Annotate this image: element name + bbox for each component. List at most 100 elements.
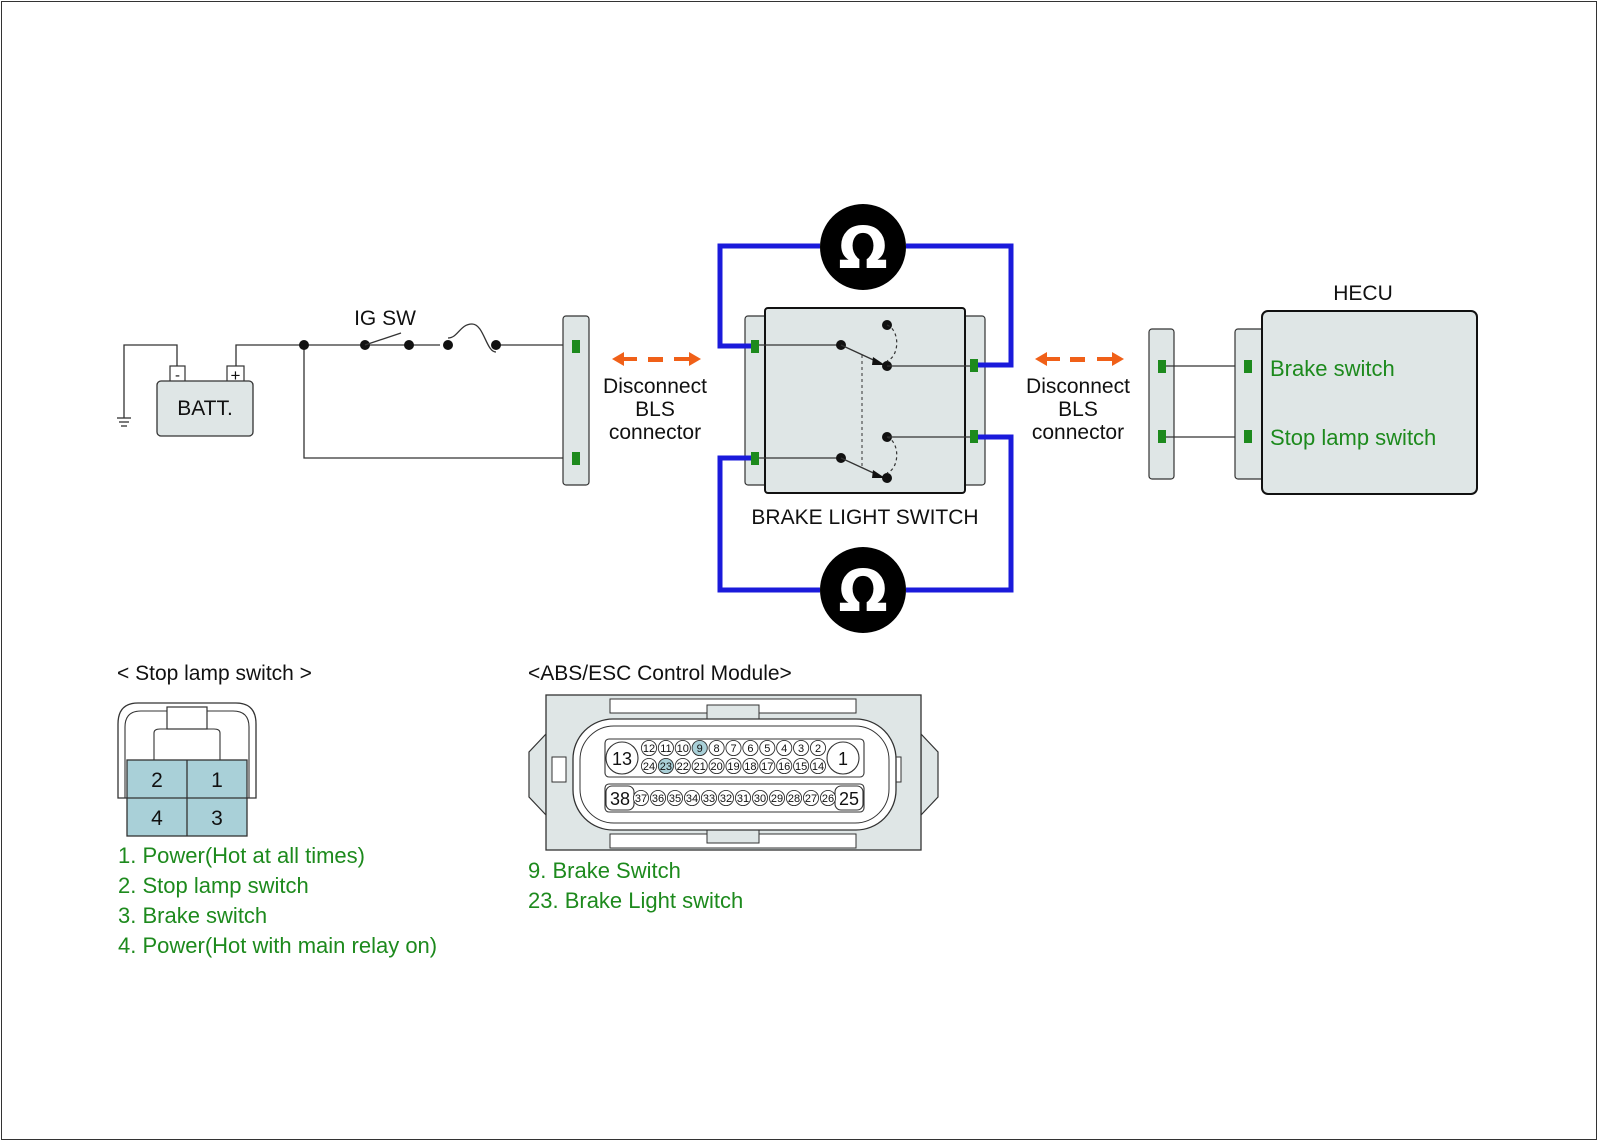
- abs-pin-19-socket: [725, 757, 742, 775]
- abs-pin-31-socket: [734, 789, 752, 807]
- abs-pin-16: 16: [778, 761, 790, 773]
- abs-pin-32-socket: [717, 789, 735, 807]
- abs-pin-11: 11: [660, 743, 671, 755]
- abs-pin-12-socket: [640, 739, 658, 757]
- abs-pin-27: 27: [805, 793, 817, 805]
- battery: [156, 380, 254, 437]
- stop-lamp-switch-connector: [117, 702, 257, 837]
- abs-pin-3-socket: [793, 739, 810, 757]
- right-disconnect-line1: Disconnect: [1026, 375, 1130, 398]
- abs-pin-3: 3: [798, 743, 804, 755]
- left-bls-connector: [562, 315, 590, 486]
- abs-pin-28: 28: [788, 793, 800, 805]
- abs-pin-29: 29: [771, 793, 783, 805]
- stop-lamp-switch-title: < Stop lamp switch >: [117, 662, 312, 685]
- abs-pin-25: 25: [839, 789, 859, 809]
- abs-pin-36-socket: [649, 789, 667, 807]
- abs-pin-26: 26: [822, 793, 834, 805]
- abs-pin-7-socket: [725, 739, 742, 757]
- abs-pin-8-socket: [708, 739, 725, 757]
- abs-pin-10: 10: [677, 743, 689, 755]
- abs-pin-30-socket: [751, 789, 769, 807]
- abs-pin-18: 18: [744, 761, 756, 773]
- abs-pin-19: 19: [727, 761, 739, 773]
- abs-pin-32: 32: [720, 793, 732, 805]
- abs-pin-21: 21: [694, 761, 706, 773]
- abs-pin-8: 8: [714, 743, 720, 755]
- hecu-pin-brake-switch: Brake switch: [1270, 356, 1395, 381]
- stop-lamp-pin-3: 3: [211, 807, 223, 830]
- abs-pin-4: 4: [781, 743, 787, 755]
- abs-pin-22: 22: [677, 761, 689, 773]
- abs-pin-4-socket: [776, 739, 793, 757]
- abs-legend-9: 9. Brake Switch: [528, 858, 681, 883]
- abs-pin-24: 24: [643, 761, 655, 773]
- abs-pin-20: 20: [710, 761, 722, 773]
- battery-circuit: - + BATT. IG SW: [117, 307, 570, 459]
- abs-pin-6-socket: [742, 739, 759, 757]
- ig-switch-blade: [364, 332, 402, 346]
- abs-pin-37: 37: [635, 793, 647, 805]
- abs-pin-35: 35: [669, 793, 681, 805]
- stop-lamp-pin-1: 1: [211, 769, 223, 792]
- abs-pin-17: 17: [761, 761, 773, 773]
- abs-pin-18-socket: [742, 757, 759, 775]
- hecu-title: HECU: [1333, 282, 1393, 305]
- right-disconnect-line2: BLS: [1058, 398, 1098, 421]
- abs-pin-29-socket: [768, 789, 786, 807]
- left-disconnect-line2: BLS: [635, 398, 675, 421]
- abs-pin-28-socket: [785, 789, 803, 807]
- abs-pin-15: 15: [795, 761, 807, 773]
- abs-pin-23: 23: [660, 761, 672, 773]
- stop-lamp-legend-1: 1. Power(Hot at all times): [118, 843, 365, 868]
- ohm-icon: Ω: [838, 557, 887, 625]
- abs-pin-34: 34: [686, 793, 698, 805]
- abs-pin-15-socket: [793, 757, 810, 775]
- abs-pin-34-socket: [683, 789, 701, 807]
- abs-pin-30: 30: [754, 793, 766, 805]
- abs-pin-36: 36: [652, 793, 664, 805]
- abs-pin-7: 7: [730, 743, 736, 755]
- abs-pin-1: 1: [838, 749, 848, 769]
- abs-pin-14-socket: [809, 757, 827, 775]
- abs-pin-2: 2: [815, 743, 821, 755]
- ohm-icon: Ω: [838, 214, 887, 282]
- abs-pin-2-socket: [809, 739, 827, 757]
- left-disconnect-arrow: [612, 352, 701, 366]
- abs-pin-17-socket: [759, 757, 776, 775]
- abs-pin-33-socket: [700, 789, 718, 807]
- stop-lamp-pin-4: 4: [151, 807, 163, 830]
- abs-pin-38: 38: [610, 789, 630, 809]
- abs-pin-9-socket: [691, 739, 708, 757]
- right-disconnect-arrow: [1035, 352, 1124, 366]
- battery-label: BATT.: [177, 397, 233, 420]
- hecu-pin-stop-lamp-switch: Stop lamp switch: [1270, 425, 1436, 450]
- abs-pin-10-socket: [674, 739, 691, 757]
- abs-legend-23: 23. Brake Light switch: [528, 888, 743, 913]
- right-disconnect-line3: connector: [1032, 421, 1124, 444]
- left-disconnect-line3: connector: [609, 421, 701, 444]
- abs-pin-20-socket: [708, 757, 725, 775]
- fuse-icon: [447, 323, 497, 353]
- battery-pos-label: +: [231, 366, 241, 385]
- abs-pin-11-socket: [657, 739, 674, 757]
- abs-pin-12: 12: [643, 743, 655, 755]
- abs-pin-33: 33: [703, 793, 715, 805]
- stop-lamp-legend-4: 4. Power(Hot with main relay on): [118, 933, 437, 958]
- ohmmeter-lower: Ω: [820, 547, 906, 633]
- abs-pin-24-socket: [640, 757, 658, 775]
- stop-lamp-legend-3: 3. Brake switch: [118, 903, 267, 928]
- abs-pin-21-socket: [691, 757, 708, 775]
- abs-pin-22-socket: [674, 757, 691, 775]
- left-disconnect-line1: Disconnect: [603, 375, 707, 398]
- meter-leads: [717, 243, 1014, 593]
- abs-pin-5: 5: [764, 743, 770, 755]
- abs-pin-5-socket: [759, 739, 776, 757]
- brake-light-switch: [744, 307, 986, 494]
- abs-pin-14: 14: [812, 761, 824, 773]
- ig-sw-label: IG SW: [354, 307, 416, 330]
- right-bls-connector: [1148, 328, 1245, 480]
